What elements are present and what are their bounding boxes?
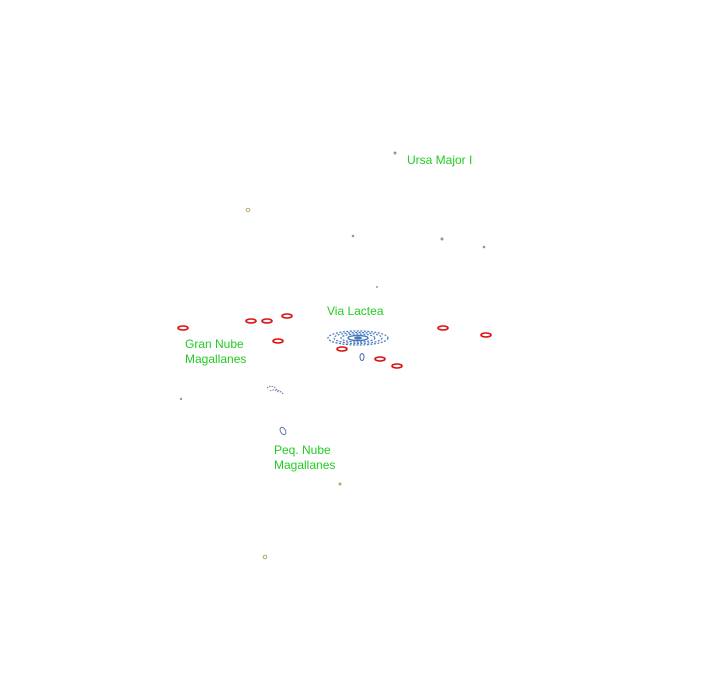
orbit-marker <box>281 313 293 319</box>
label-peq-nube-line2: Magallanes <box>274 458 335 472</box>
dwarf-galaxy <box>482 245 486 249</box>
small-magellanic-cloud <box>279 426 287 436</box>
dwarf-galaxies <box>179 151 486 560</box>
orbit-marker <box>374 356 386 362</box>
dwarf-galaxy <box>440 237 444 241</box>
dwarf-galaxy <box>262 554 268 560</box>
dwarf-galaxy <box>376 286 378 288</box>
orbit-marker <box>480 332 492 338</box>
milky-way-galaxy <box>327 330 389 346</box>
label-ursa-major: Ursa Major I <box>407 153 472 167</box>
dwarf-galaxy <box>179 397 183 401</box>
dwarf-galaxy <box>245 207 251 213</box>
dwarf-galaxy <box>393 151 397 155</box>
label-gran-nube-line1: Gran Nube <box>185 337 244 351</box>
orbit-marker <box>261 318 273 324</box>
large-magellanic-cloud <box>266 385 284 395</box>
label-peq-nube-line1: Peq. Nube <box>274 443 331 457</box>
dwarf-galaxy <box>338 482 342 486</box>
orbit-marker <box>272 338 284 344</box>
dwarf-galaxy <box>351 234 355 238</box>
orbit-marker <box>336 346 348 352</box>
orbit-marker <box>245 318 257 324</box>
orbit-marker <box>177 325 189 331</box>
orbit-marker <box>437 325 449 331</box>
label-gran-nube-line2: Magallanes <box>185 352 246 366</box>
orbit-marker <box>391 363 403 369</box>
orbit-markers <box>177 313 492 369</box>
satellite-marker <box>359 353 365 361</box>
label-via-lactea: Via Lactea <box>327 304 384 318</box>
